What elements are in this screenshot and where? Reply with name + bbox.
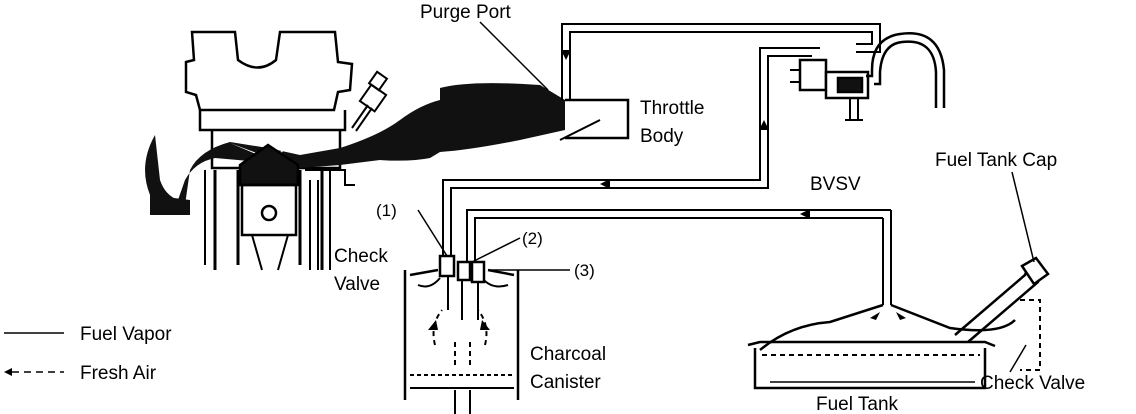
label-port-2: (2) [522, 229, 543, 248]
intake-manifold [145, 83, 565, 215]
piston [238, 143, 300, 271]
label-charcoal-canister-1: Charcoal [530, 344, 606, 365]
legend: Fuel Vapor Fresh Air [4, 324, 172, 384]
legend-fuel-vapor: Fuel Vapor [80, 324, 172, 345]
label-check-valve-left-2: Valve [334, 274, 380, 295]
vapor-lines [442, 23, 892, 305]
legend-arrow-head [4, 368, 12, 376]
fuel-filler-neck [954, 256, 1050, 371]
label-check-valve-left-1: Check [334, 246, 388, 267]
throttle-body [559, 98, 630, 141]
leader-lines [417, 21, 1035, 373]
label-throttle-body-2: Body [640, 126, 684, 147]
fuel-tank [747, 303, 1016, 390]
flow-arrows [561, 50, 810, 219]
charcoal-canister [403, 254, 520, 414]
label-fuel-tank-cap: Fuel Tank Cap [935, 150, 1057, 171]
label-throttle-body-1: Throttle [640, 98, 704, 119]
spark-plug [351, 70, 389, 132]
label-fuel-tank: Fuel Tank [816, 394, 899, 414]
label-port-1: (1) [376, 201, 397, 220]
canister-arrows [428, 320, 490, 330]
label-purge-port: Purge Port [420, 2, 512, 23]
label-check-valve-right: Check Valve [980, 373, 1085, 394]
legend-fresh-air: Fresh Air [80, 363, 157, 384]
engine-fitting [305, 169, 355, 270]
fuel-tank-arrows [870, 312, 906, 320]
bvsv-valve [790, 58, 870, 121]
label-charcoal-canister-2: Canister [530, 372, 601, 393]
label-bvsv: BVSV [810, 174, 861, 195]
bvsv-hose [866, 32, 946, 108]
label-port-3: (3) [574, 261, 595, 280]
